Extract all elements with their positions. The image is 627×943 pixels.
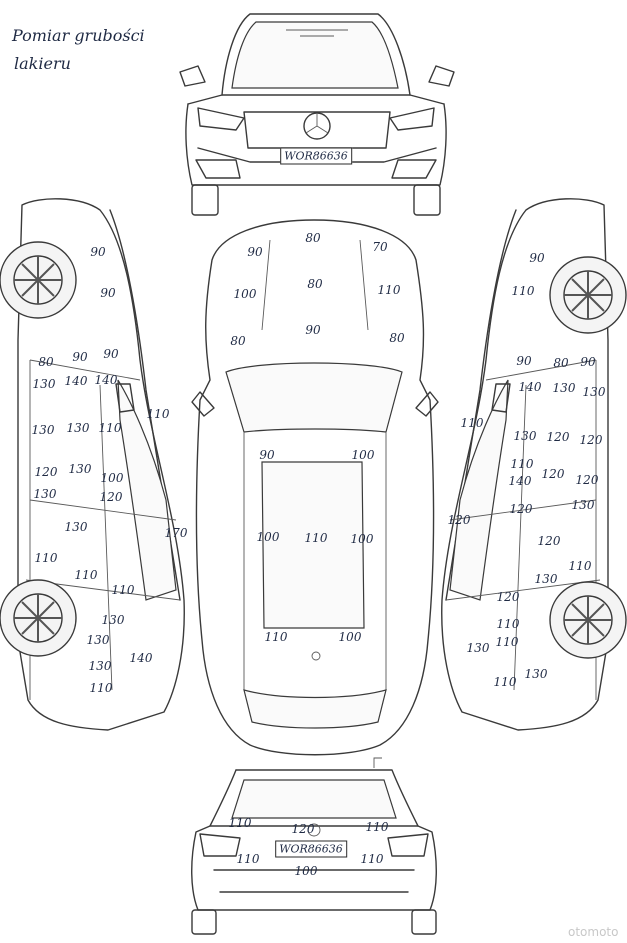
front-view	[179, 13, 455, 216]
reading-right: 110	[495, 635, 519, 649]
reading-left: 110	[34, 551, 58, 565]
reading-left: 130	[86, 633, 110, 647]
reading-right: 120	[496, 590, 520, 604]
reading-right: 110	[511, 284, 535, 298]
reading-left: 140	[129, 651, 153, 665]
reading-left: 80	[38, 355, 54, 369]
reading-left: 130	[88, 659, 112, 673]
reading-left: 110	[74, 568, 98, 582]
reading-right: 120	[509, 502, 533, 516]
reading-left: 120	[34, 465, 58, 479]
reading-right: 130	[466, 641, 490, 655]
reading-top: 70	[372, 240, 388, 254]
reading-rear: 110	[236, 852, 260, 866]
reading-right: 90	[516, 354, 532, 368]
reading-top: 80	[230, 334, 246, 348]
reading-right: 140	[508, 474, 532, 488]
reading-left: 90	[72, 350, 88, 364]
reading-rear: 120	[291, 822, 315, 836]
reading-rear: 110	[365, 820, 389, 834]
reading-left: 130	[101, 613, 125, 627]
rear-view	[191, 757, 437, 935]
rear-license-plate: WOR86636	[275, 840, 347, 858]
reading-right: 120	[575, 473, 599, 487]
reading-right: 110	[496, 617, 520, 631]
title-line-1: Pomiar grubości	[12, 26, 145, 45]
reading-left: 90	[100, 286, 116, 300]
reading-top: 100	[233, 287, 257, 301]
left-side-view	[0, 198, 185, 731]
right-side-view	[441, 198, 627, 731]
reading-left: 90	[103, 347, 119, 361]
reading-left: 140	[64, 374, 88, 388]
reading-left: 170	[164, 526, 188, 540]
title-line-2: lakieru	[14, 54, 71, 73]
reading-right: 120	[541, 467, 565, 481]
reading-left: 110	[89, 681, 113, 695]
reading-right: 130	[534, 572, 558, 586]
reading-right: 80	[553, 356, 569, 370]
reading-right: 110	[493, 675, 517, 689]
reading-right: 130	[524, 667, 548, 681]
reading-top: 80	[305, 231, 321, 245]
reading-right: 130	[552, 381, 576, 395]
reading-left: 140	[94, 373, 118, 387]
reading-right: 140	[518, 380, 542, 394]
reading-top: 100	[338, 630, 362, 644]
reading-top: 100	[351, 448, 375, 462]
reading-left: 130	[64, 520, 88, 534]
reading-right: 110	[460, 416, 484, 430]
reading-top: 80	[389, 331, 405, 345]
reading-rear: 110	[360, 852, 384, 866]
reading-right: 120	[447, 513, 471, 527]
reading-left: 130	[33, 487, 57, 501]
reading-right: 110	[568, 559, 592, 573]
reading-top: 110	[377, 283, 401, 297]
reading-left: 90	[90, 245, 106, 259]
reading-left: 110	[111, 583, 135, 597]
reading-right: 130	[582, 385, 606, 399]
reading-left: 110	[146, 407, 170, 421]
reading-top: 100	[256, 530, 280, 544]
reading-top: 90	[247, 245, 263, 259]
reading-right: 130	[571, 498, 595, 512]
reading-left: 130	[32, 377, 56, 391]
reading-right: 120	[546, 430, 570, 444]
reading-left: 130	[31, 423, 55, 437]
reading-top: 80	[307, 277, 323, 291]
front-license-plate: WOR86636	[280, 147, 352, 165]
reading-left: 100	[100, 471, 124, 485]
top-view	[191, 219, 439, 756]
reading-rear: 110	[228, 816, 252, 830]
reading-top: 110	[304, 531, 328, 545]
reading-left: 130	[68, 462, 92, 476]
reading-right: 120	[579, 433, 603, 447]
reading-top: 100	[350, 532, 374, 546]
reading-left: 120	[99, 490, 123, 504]
reading-right: 90	[580, 355, 596, 369]
reading-top: 90	[259, 448, 275, 462]
reading-right: 130	[513, 429, 537, 443]
watermark: otomoto	[568, 925, 619, 939]
reading-top: 110	[264, 630, 288, 644]
reading-left: 130	[66, 421, 90, 435]
reading-top: 90	[305, 323, 321, 337]
reading-rear: 100	[294, 864, 318, 878]
reading-right: 110	[510, 457, 534, 471]
reading-left: 110	[98, 421, 122, 435]
reading-right: 120	[537, 534, 561, 548]
reading-right: 90	[529, 251, 545, 265]
